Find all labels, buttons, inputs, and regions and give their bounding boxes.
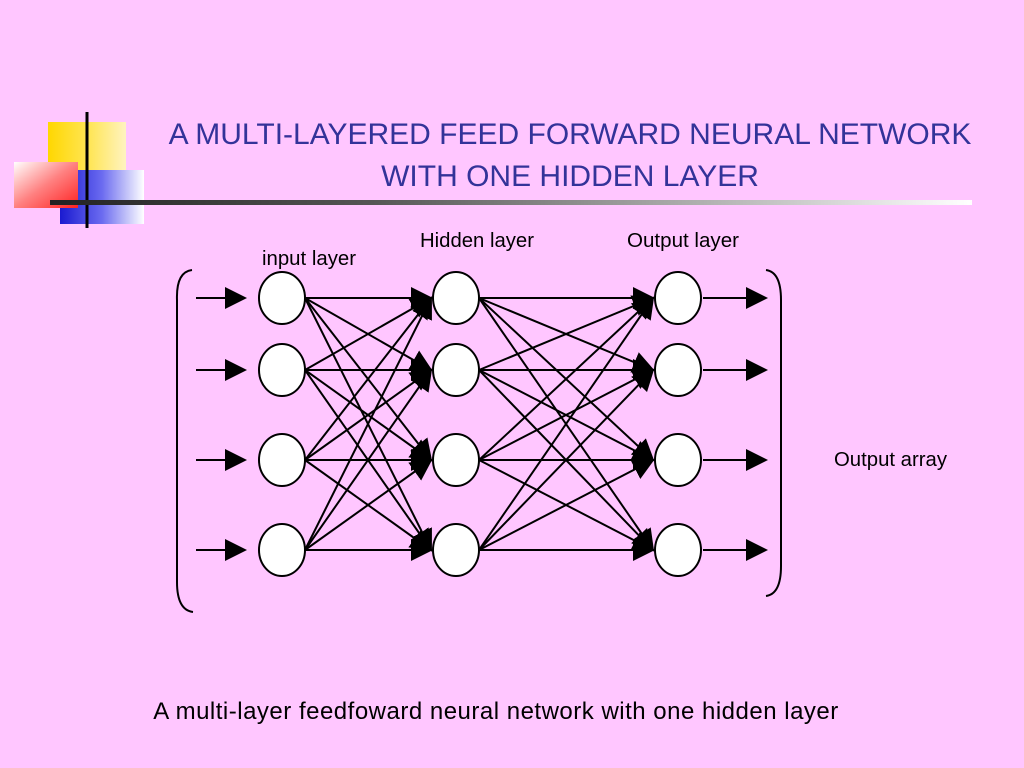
title-line-1: A MULTI-LAYERED FEED FORWARD NEURAL NETW…	[168, 118, 972, 151]
slide-caption: A multi-layer feedfoward neural network …	[0, 698, 1024, 726]
hidden-neuron	[432, 271, 480, 325]
connection-arrow	[304, 296, 433, 461]
connection-arrow	[478, 296, 655, 461]
output-layer-label: Output layer	[627, 230, 739, 252]
connection-arrow	[478, 295, 655, 371]
output-bracket	[765, 269, 782, 597]
title-line-2: WITH ONE HIDDEN LAYER	[381, 160, 759, 193]
connection-arrow	[478, 368, 655, 551]
output-neuron	[654, 523, 702, 577]
caption-text: A multi-layer feedfoward neural network …	[153, 698, 839, 725]
input-neuron	[258, 271, 306, 325]
connection-arrow	[478, 296, 655, 551]
input-neuron	[258, 433, 306, 487]
hidden-neuron	[432, 343, 480, 397]
connection-arrow	[478, 369, 655, 461]
hidden-neuron	[432, 433, 480, 487]
connection-arrow	[304, 296, 432, 551]
hidden-layer-label: Hidden layer	[420, 230, 534, 252]
output-array-label: Output array	[834, 449, 947, 471]
connection-arrow	[304, 368, 433, 461]
neurons	[258, 271, 702, 577]
hidden-neuron	[432, 523, 480, 577]
connection-arrow	[304, 297, 433, 371]
connection-arrow	[304, 458, 433, 551]
connection-arrow	[304, 368, 433, 551]
input-bracket	[175, 269, 194, 613]
input-layer-label: input layer	[262, 248, 356, 270]
output-neuron	[654, 343, 702, 397]
connections	[196, 287, 768, 561]
output-neuron	[654, 271, 702, 325]
output-neuron	[654, 433, 702, 487]
decorative-squares	[14, 112, 144, 228]
input-neuron	[258, 523, 306, 577]
title-divider	[50, 200, 972, 205]
input-neuron	[258, 343, 306, 397]
connection-arrow	[478, 459, 655, 551]
slide-title: A MULTI-LAYERED FEED FORWARD NEURAL NETW…	[140, 114, 1000, 198]
